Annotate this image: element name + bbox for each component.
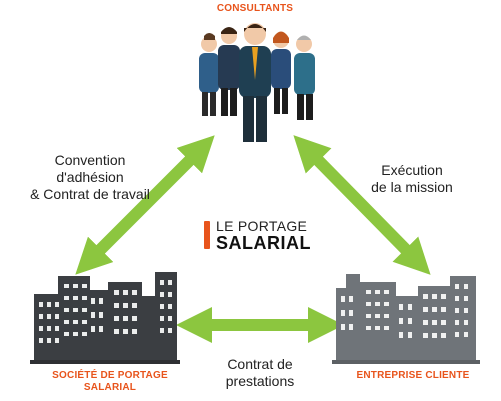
person-icon [271, 31, 291, 114]
portage-buildings-illustration [30, 272, 180, 364]
person-icon [199, 33, 219, 116]
client-title: ENTREPRISE CLIENTE [356, 370, 470, 381]
arrow-left [75, 135, 215, 275]
edge-label-right-line1: Exécution [381, 162, 443, 178]
edge-label-left-line2: d'adhésion [56, 169, 124, 185]
edge-label-left-line3: & Contrat de travail [30, 186, 150, 202]
brand-logo: LE PORTAGE SALARIAL [204, 218, 311, 252]
logo-bar-icon [204, 221, 210, 249]
client-buildings-illustration [332, 274, 480, 364]
logo-text: LE PORTAGE SALARIAL [216, 218, 311, 252]
edge-label-bottom-line2: prestations [225, 373, 295, 389]
edge-label-right: Exécution de la mission [352, 162, 472, 196]
person-icon [239, 23, 271, 142]
consultants-people-illustration [199, 23, 315, 142]
arrow-right [293, 135, 431, 275]
edge-label-right-line2: de la mission [371, 179, 453, 195]
edge-label-bottom: Contrat de prestations [205, 356, 315, 390]
edge-label-left-line1: Convention [54, 152, 126, 168]
portage-title-line2: SALARIAL [83, 382, 137, 393]
portage-title-line1: SOCIÉTÉ DE PORTAGE [52, 370, 168, 381]
person-icon [294, 35, 315, 120]
person-icon [218, 27, 240, 116]
consultants-title: CONSULTANTS [216, 3, 294, 14]
portage-title: SOCIÉTÉ DE PORTAGE SALARIAL [30, 370, 190, 394]
edge-label-left: Convention d'adhésion & Contrat de trava… [10, 152, 170, 203]
logo-line2: SALARIAL [216, 233, 311, 253]
logo-line1: LE PORTAGE [216, 218, 308, 234]
edge-label-bottom-line1: Contrat de [227, 356, 293, 372]
